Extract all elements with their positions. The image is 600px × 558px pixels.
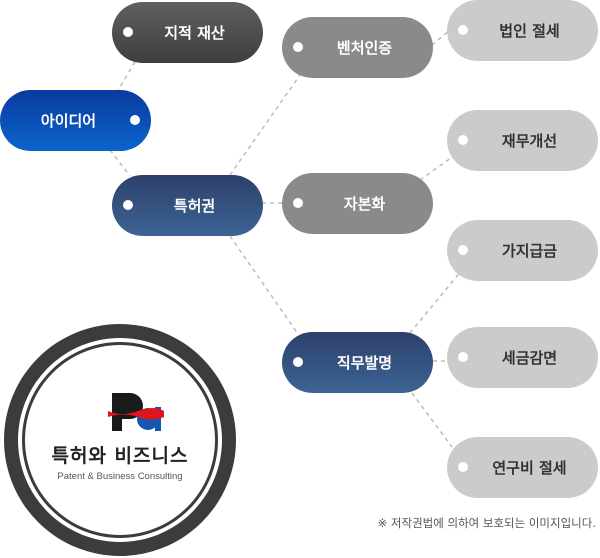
node-rnd-tax: 연구비 절세 <box>447 437 598 498</box>
node-provisional: 가지급금 <box>447 220 598 281</box>
node-capital: 자본화 <box>282 173 433 234</box>
line-patent-venture <box>229 74 301 176</box>
node-invention: 직무발명 <box>282 332 433 393</box>
dot-icon <box>293 357 303 367</box>
node-tax-cut: 세금감면 <box>447 327 598 388</box>
dot-icon <box>458 25 468 35</box>
dot-icon <box>458 245 468 255</box>
line-patent-invention <box>229 235 299 335</box>
dot-icon <box>123 27 133 37</box>
line-invention-rndtax <box>411 392 453 448</box>
node-idea: 아이디어 <box>0 90 151 151</box>
node-venture: 벤처인증 <box>282 17 433 78</box>
dot-icon <box>458 462 468 472</box>
node-corp-tax: 법인 절세 <box>447 0 598 61</box>
line-capital-finance <box>419 154 456 181</box>
dot-icon <box>123 200 133 210</box>
dot-icon <box>458 135 468 145</box>
logo-badge: 특허와 비즈니스 Patent & Business Consulting <box>4 324 236 556</box>
node-finance: 재무개선 <box>447 110 598 171</box>
pa-logo-mark <box>108 393 164 431</box>
node-ip: 지적 재산 <box>112 2 263 63</box>
line-idea-ip <box>117 61 136 91</box>
dot-icon <box>130 115 140 125</box>
line-idea-patent <box>109 149 131 177</box>
dot-icon <box>293 42 303 52</box>
dot-icon <box>293 198 303 208</box>
node-patent: 특허권 <box>112 175 263 236</box>
line-invention-provisional <box>409 269 463 334</box>
dot-icon <box>458 352 468 362</box>
copyright-note: ※ 저작권법에 의하여 보호되는 이미지입니다. <box>377 516 596 530</box>
